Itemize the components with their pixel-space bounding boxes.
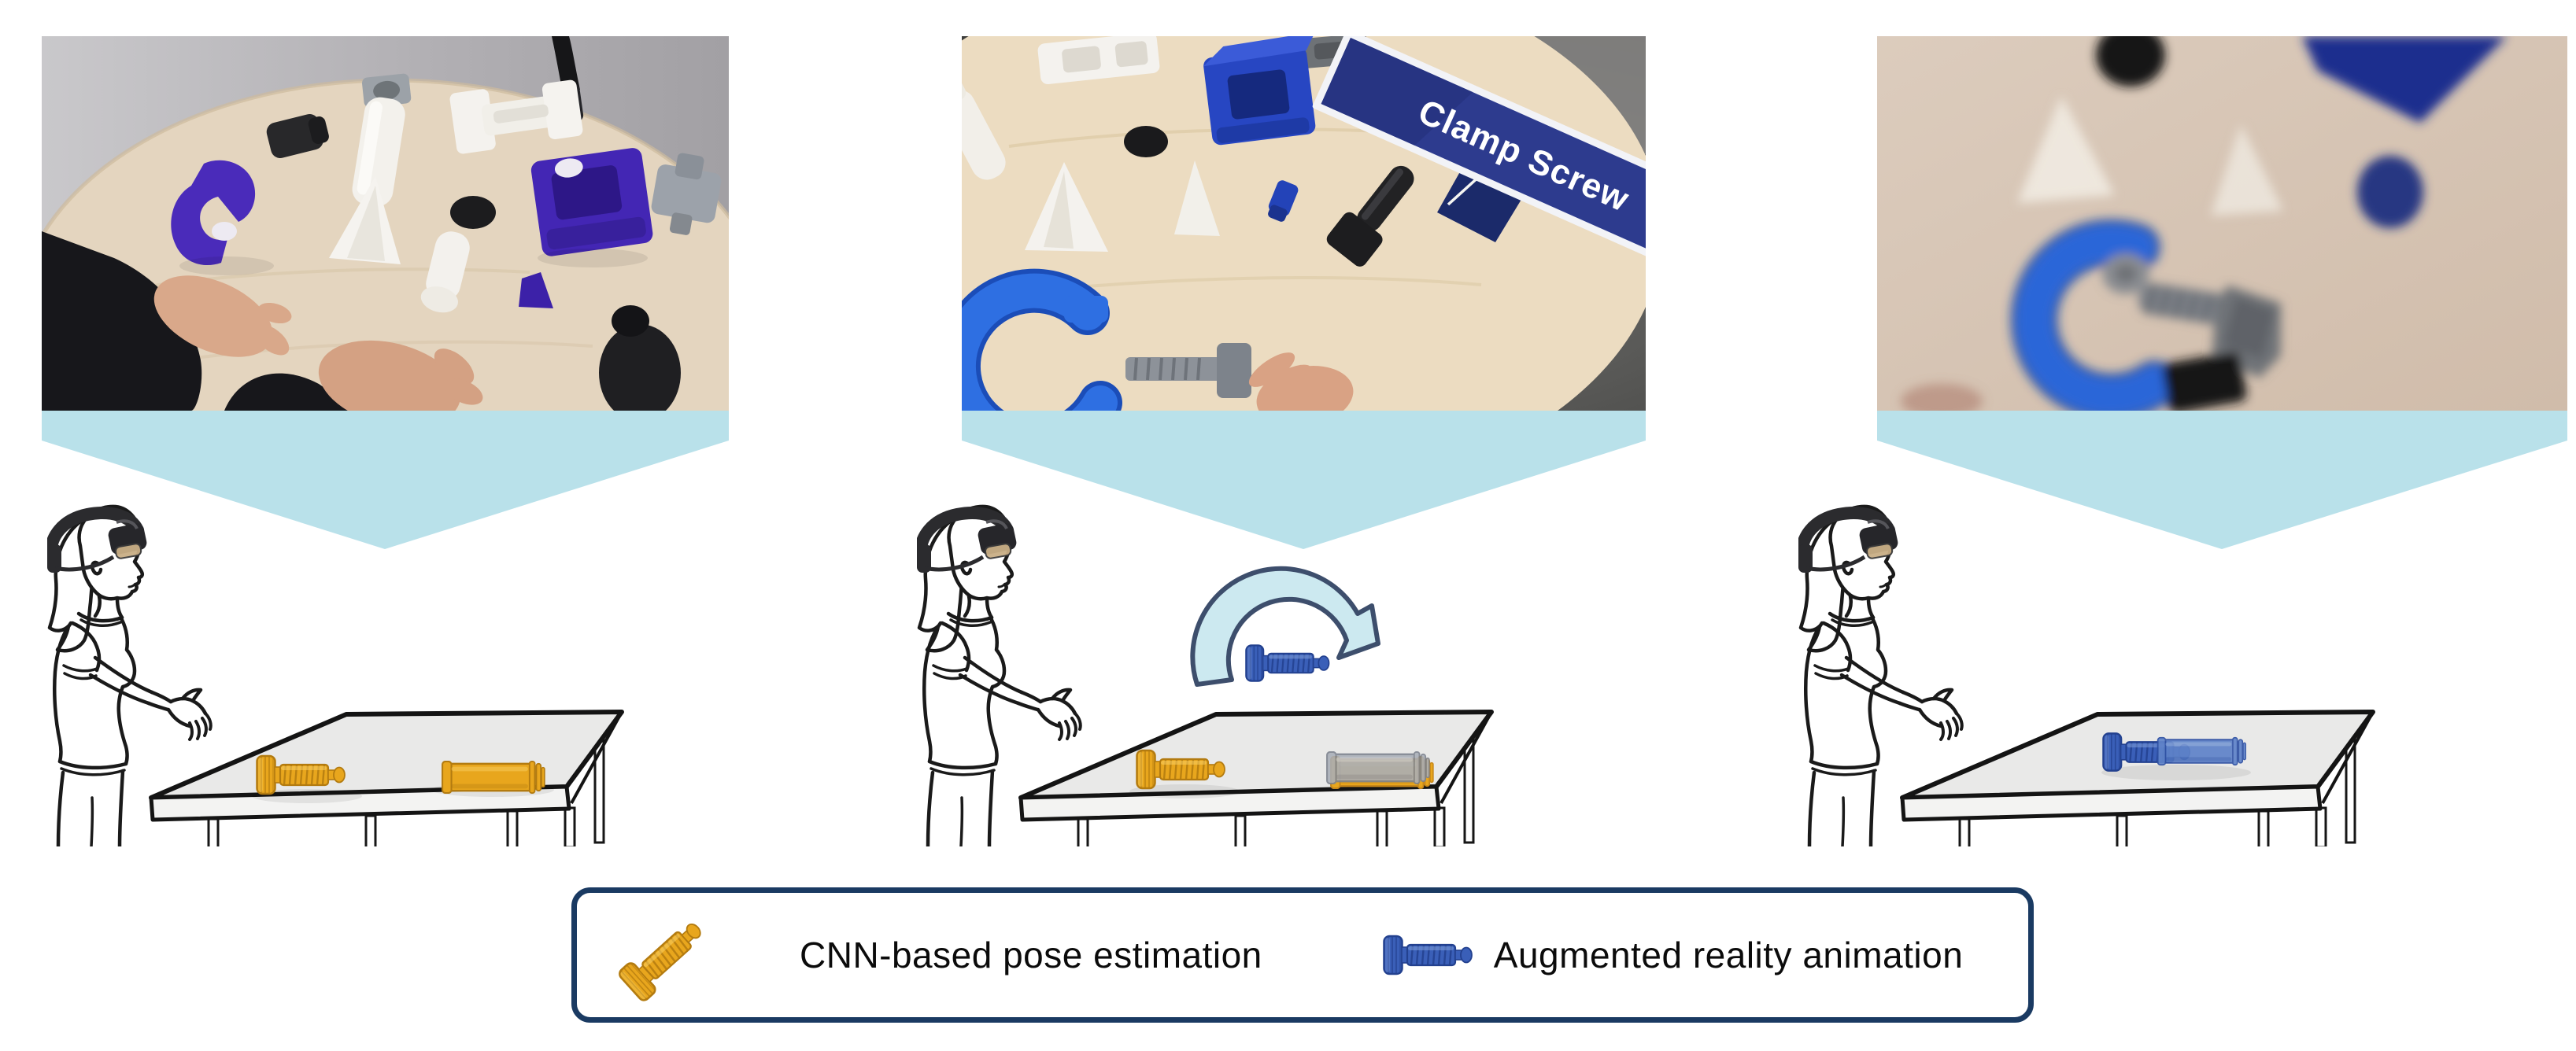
table-figure bbox=[151, 712, 622, 846]
purple-clamp-body bbox=[530, 148, 653, 256]
blue-screw-icon bbox=[1246, 645, 1329, 681]
flow-arrow-icon bbox=[42, 411, 729, 549]
blue-c-clamp bbox=[2010, 219, 2178, 411]
black-clamp-screw bbox=[1326, 165, 1414, 267]
cable bbox=[552, 36, 580, 93]
blue-cylinder-icon bbox=[2157, 737, 2246, 765]
sleeve-2 bbox=[224, 373, 358, 411]
navy-part-small bbox=[2357, 156, 2423, 228]
gray-screw bbox=[2138, 282, 2282, 378]
white-cone bbox=[2017, 96, 2115, 203]
printed-parts bbox=[962, 36, 1414, 267]
black-knob bbox=[2096, 36, 2165, 87]
legend-label-ar: Augmented reality animation bbox=[1493, 935, 1964, 975]
legend-label-pose: CNN-based pose estimation bbox=[800, 935, 1262, 975]
blue-clamp-body bbox=[1203, 36, 1316, 146]
hand bbox=[1248, 352, 1354, 411]
ar-assembly-photo bbox=[1877, 36, 2567, 411]
small-blue-part bbox=[1268, 180, 1299, 222]
table-hole bbox=[1124, 126, 1168, 157]
rotation-arrow-icon bbox=[1190, 566, 1380, 687]
flow-arrow-icon bbox=[962, 411, 1646, 549]
white-cone-2 bbox=[1174, 160, 1220, 236]
hand bbox=[153, 275, 292, 357]
table-hole bbox=[450, 196, 496, 229]
purple-clamp-part bbox=[171, 160, 256, 266]
gray-screw bbox=[1125, 343, 1251, 398]
printed-parts bbox=[171, 73, 722, 411]
sleeve bbox=[42, 231, 202, 411]
finger-blur bbox=[1901, 384, 1983, 411]
scene-ar-animation bbox=[917, 496, 1735, 846]
yellow-cylinder-icon bbox=[442, 761, 545, 794]
hand-2 bbox=[318, 340, 483, 411]
blurred-scene bbox=[1901, 36, 2507, 411]
ar-detection-photo: Clamp Screw bbox=[962, 36, 1646, 411]
flow-arrow-icon bbox=[1877, 411, 2567, 549]
blue-c-clamp bbox=[962, 268, 1122, 411]
scene-pose-estimation bbox=[47, 496, 866, 846]
ghost-cylinder-icon bbox=[1327, 751, 1429, 784]
purple-cone bbox=[519, 272, 553, 308]
yellow-screw-icon bbox=[617, 913, 711, 1003]
ar-label-banner: Clamp Screw bbox=[1312, 36, 1646, 286]
black-knob bbox=[599, 305, 681, 411]
scene-assembled bbox=[1798, 496, 2576, 846]
workspace-photo bbox=[42, 36, 729, 411]
blue-screw-icon bbox=[1384, 936, 1472, 974]
navy-part bbox=[2302, 36, 2507, 123]
white-cone-2 bbox=[2211, 124, 2283, 216]
black-part bbox=[2162, 352, 2247, 411]
legend: CNN-based pose estimation Augmented real… bbox=[571, 887, 2034, 1023]
